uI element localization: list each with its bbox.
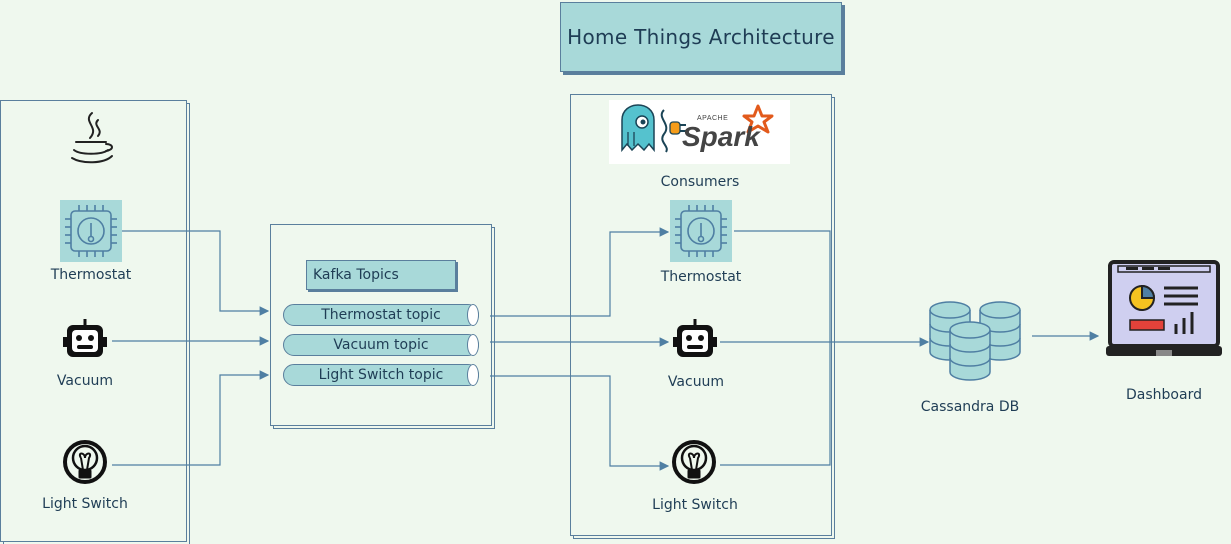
kafka-topics-header: Kafka Topics (306, 260, 456, 290)
database-label: Cassandra DB (920, 399, 1020, 415)
producer-thermostat-icon (65, 205, 117, 257)
producer-label-vacuum: Vacuum (56, 373, 114, 389)
connectors (112, 227, 1100, 471)
cassandra-db-icon (929, 301, 1021, 381)
kafka-connector-icon (660, 109, 686, 153)
connector-lightswitch-to-db (720, 342, 831, 466)
connector-topic-to-thermostat (490, 227, 670, 317)
consumer-label-light-switch: Light Switch (652, 497, 738, 513)
topic-light-switch: Light Switch topic (283, 364, 479, 386)
connector-thermostat-to-db (734, 230, 831, 342)
consumers-container (570, 94, 832, 536)
producer-label-light-switch: Light Switch (42, 496, 128, 512)
spark-name-label: Spark (682, 121, 761, 152)
kafka-container (270, 224, 492, 426)
consumer-vacuum-icon (673, 319, 717, 357)
spark-logo (742, 104, 774, 134)
connector-topic-to-lightswitch (490, 375, 670, 471)
producer-vacuum-icon (63, 319, 107, 357)
spark-apache-label: APACHE (697, 115, 728, 122)
consumer-label-vacuum: Vacuum (667, 374, 725, 390)
topic-vacuum: Vacuum topic (283, 334, 479, 356)
consumer-label-thermostat: Thermostat (660, 269, 742, 285)
dashboard-label: Dashboard (1126, 387, 1202, 403)
diagram-title: Home Things Architecture (560, 2, 842, 72)
producer-lightbulb-icon (63, 440, 107, 484)
consumers-label: Consumers (660, 174, 740, 190)
connector-thermostat-to-topic (122, 230, 270, 316)
java-icon (71, 112, 113, 164)
dashboard-monitor-icon (1106, 260, 1222, 356)
topic-thermostat: Thermostat topic (283, 304, 479, 326)
scylla-icon (621, 104, 655, 153)
consumer-thermostat-icon (675, 205, 727, 257)
producers-container (0, 100, 187, 542)
connector-lightswitch-to-topic (112, 370, 270, 466)
consumer-lightbulb-icon (672, 440, 716, 484)
producer-label-thermostat: Thermostat (50, 267, 132, 283)
